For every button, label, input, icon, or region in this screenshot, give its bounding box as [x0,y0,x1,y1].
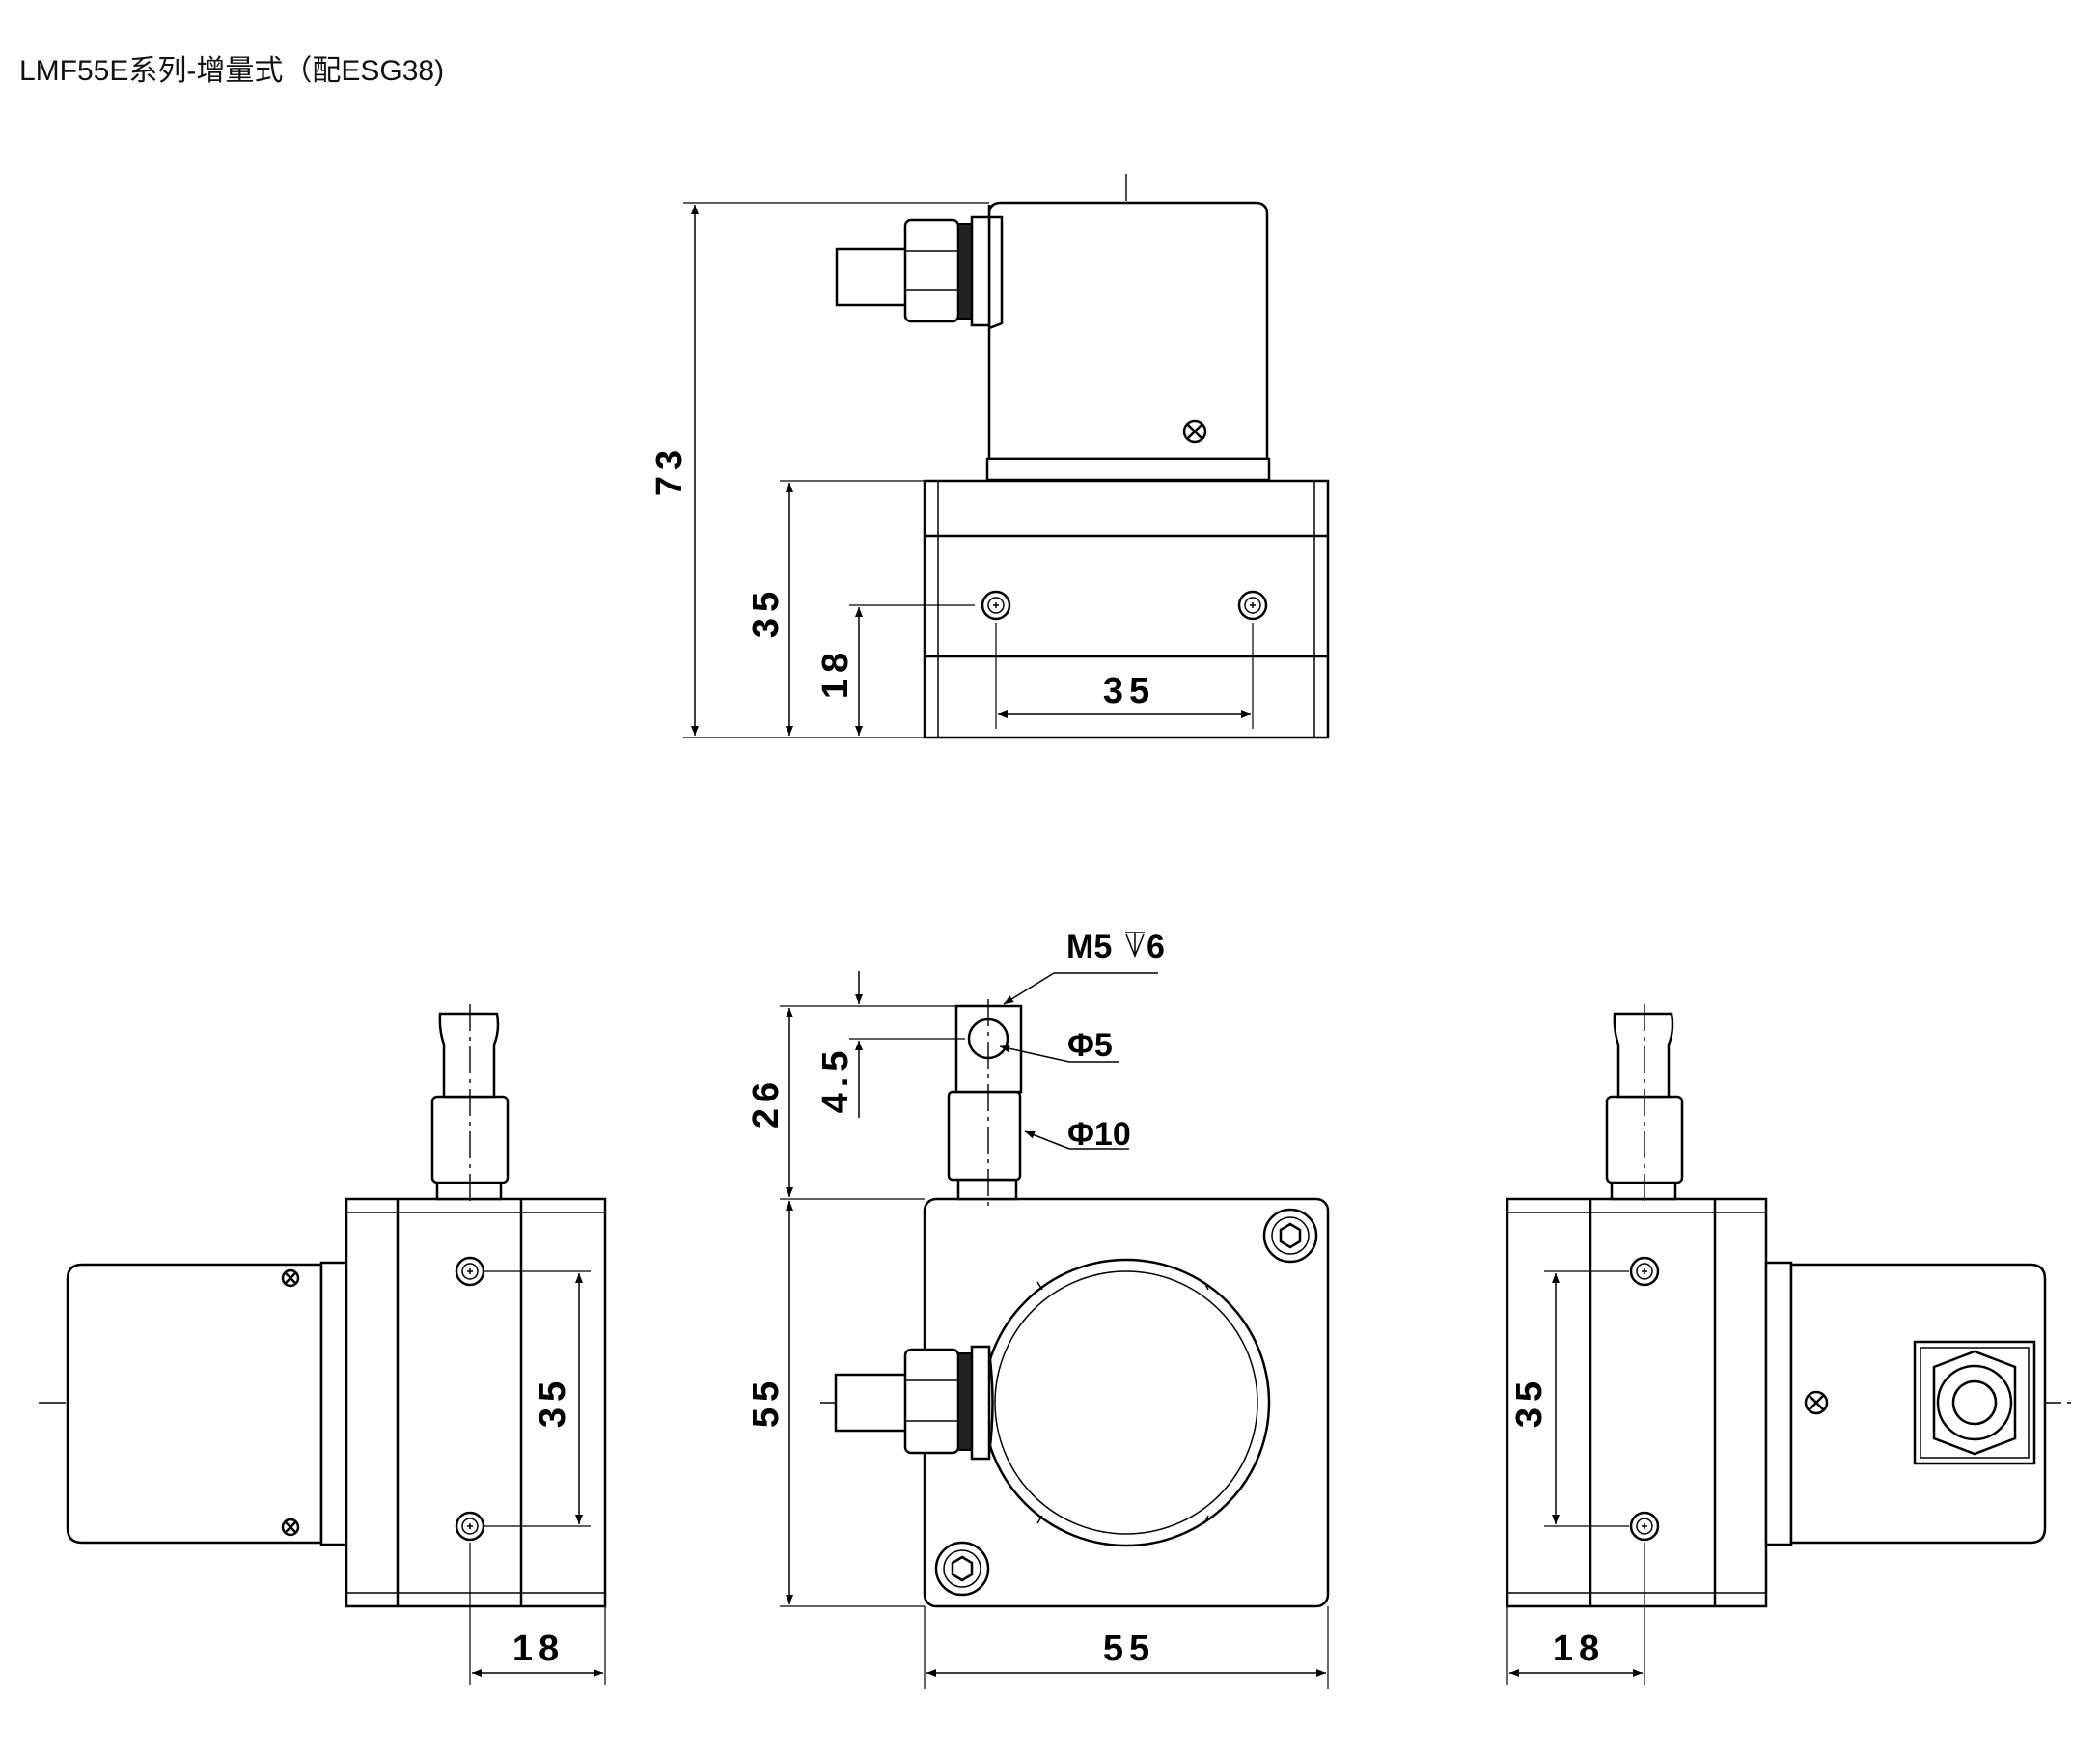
dim-overall-height: 73 [649,444,690,496]
callout-thread-depth: 6 [1147,929,1165,965]
screw-icon [281,1268,300,1288]
cable-clevis-icon [947,999,1023,1207]
cable-gland-icon [834,1345,994,1461]
dim-body-height: 35 [746,586,787,638]
cable-gland-icon [835,215,1004,330]
callout-hole-dia: Φ5 [1067,1027,1113,1064]
callout-clevis-dia: Φ10 [1067,1116,1131,1153]
top-view: 73 35 18 35 [649,174,1330,739]
screw-icon [1182,419,1207,444]
mounting-hole-icon [455,1511,485,1542]
right-view: 35 18 [1506,1004,2075,1685]
dim-left-offset: 18 [512,1629,565,1669]
cable-gland-end-icon [1913,1340,2036,1465]
depth-symbol-icon [1125,932,1145,958]
mounting-hole-icon [1629,1511,1660,1542]
screw-icon [281,1518,300,1537]
dim-right-offset: 18 [1553,1629,1605,1669]
left-view: 35 18 [39,1004,607,1685]
dim-right-hole-spacing: 35 [1509,1376,1550,1428]
dim-front-cable-height: 26 [746,1076,787,1128]
cable-clevis-icon [1605,1004,1684,1207]
drawing-title: LMF55E系列-增量式（配ESG38) [19,55,445,87]
mounting-hole-icon [455,1256,485,1287]
front-view: M5 6 Φ5 Φ10 26 4.5 55 55 [746,929,1330,1689]
dim-left-hole-spacing: 35 [533,1376,573,1428]
callout-thread: M5 [1066,929,1112,965]
mounting-hole-icon [1629,1256,1660,1287]
hex-socket-screw-icon [1262,1208,1318,1264]
dim-hole-height: 18 [815,647,856,699]
dim-front-height: 55 [746,1376,787,1428]
dim-front-hole-offset: 4.5 [815,1045,856,1114]
hex-socket-screw-icon [934,1541,990,1597]
screw-icon [1804,1390,1829,1415]
dim-hole-spacing-top: 35 [1103,671,1155,711]
cable-clevis-icon [430,1004,510,1207]
mounting-hole-icon [981,590,1011,621]
mounting-hole-icon [1237,590,1268,621]
dim-front-width: 55 [1103,1629,1155,1669]
